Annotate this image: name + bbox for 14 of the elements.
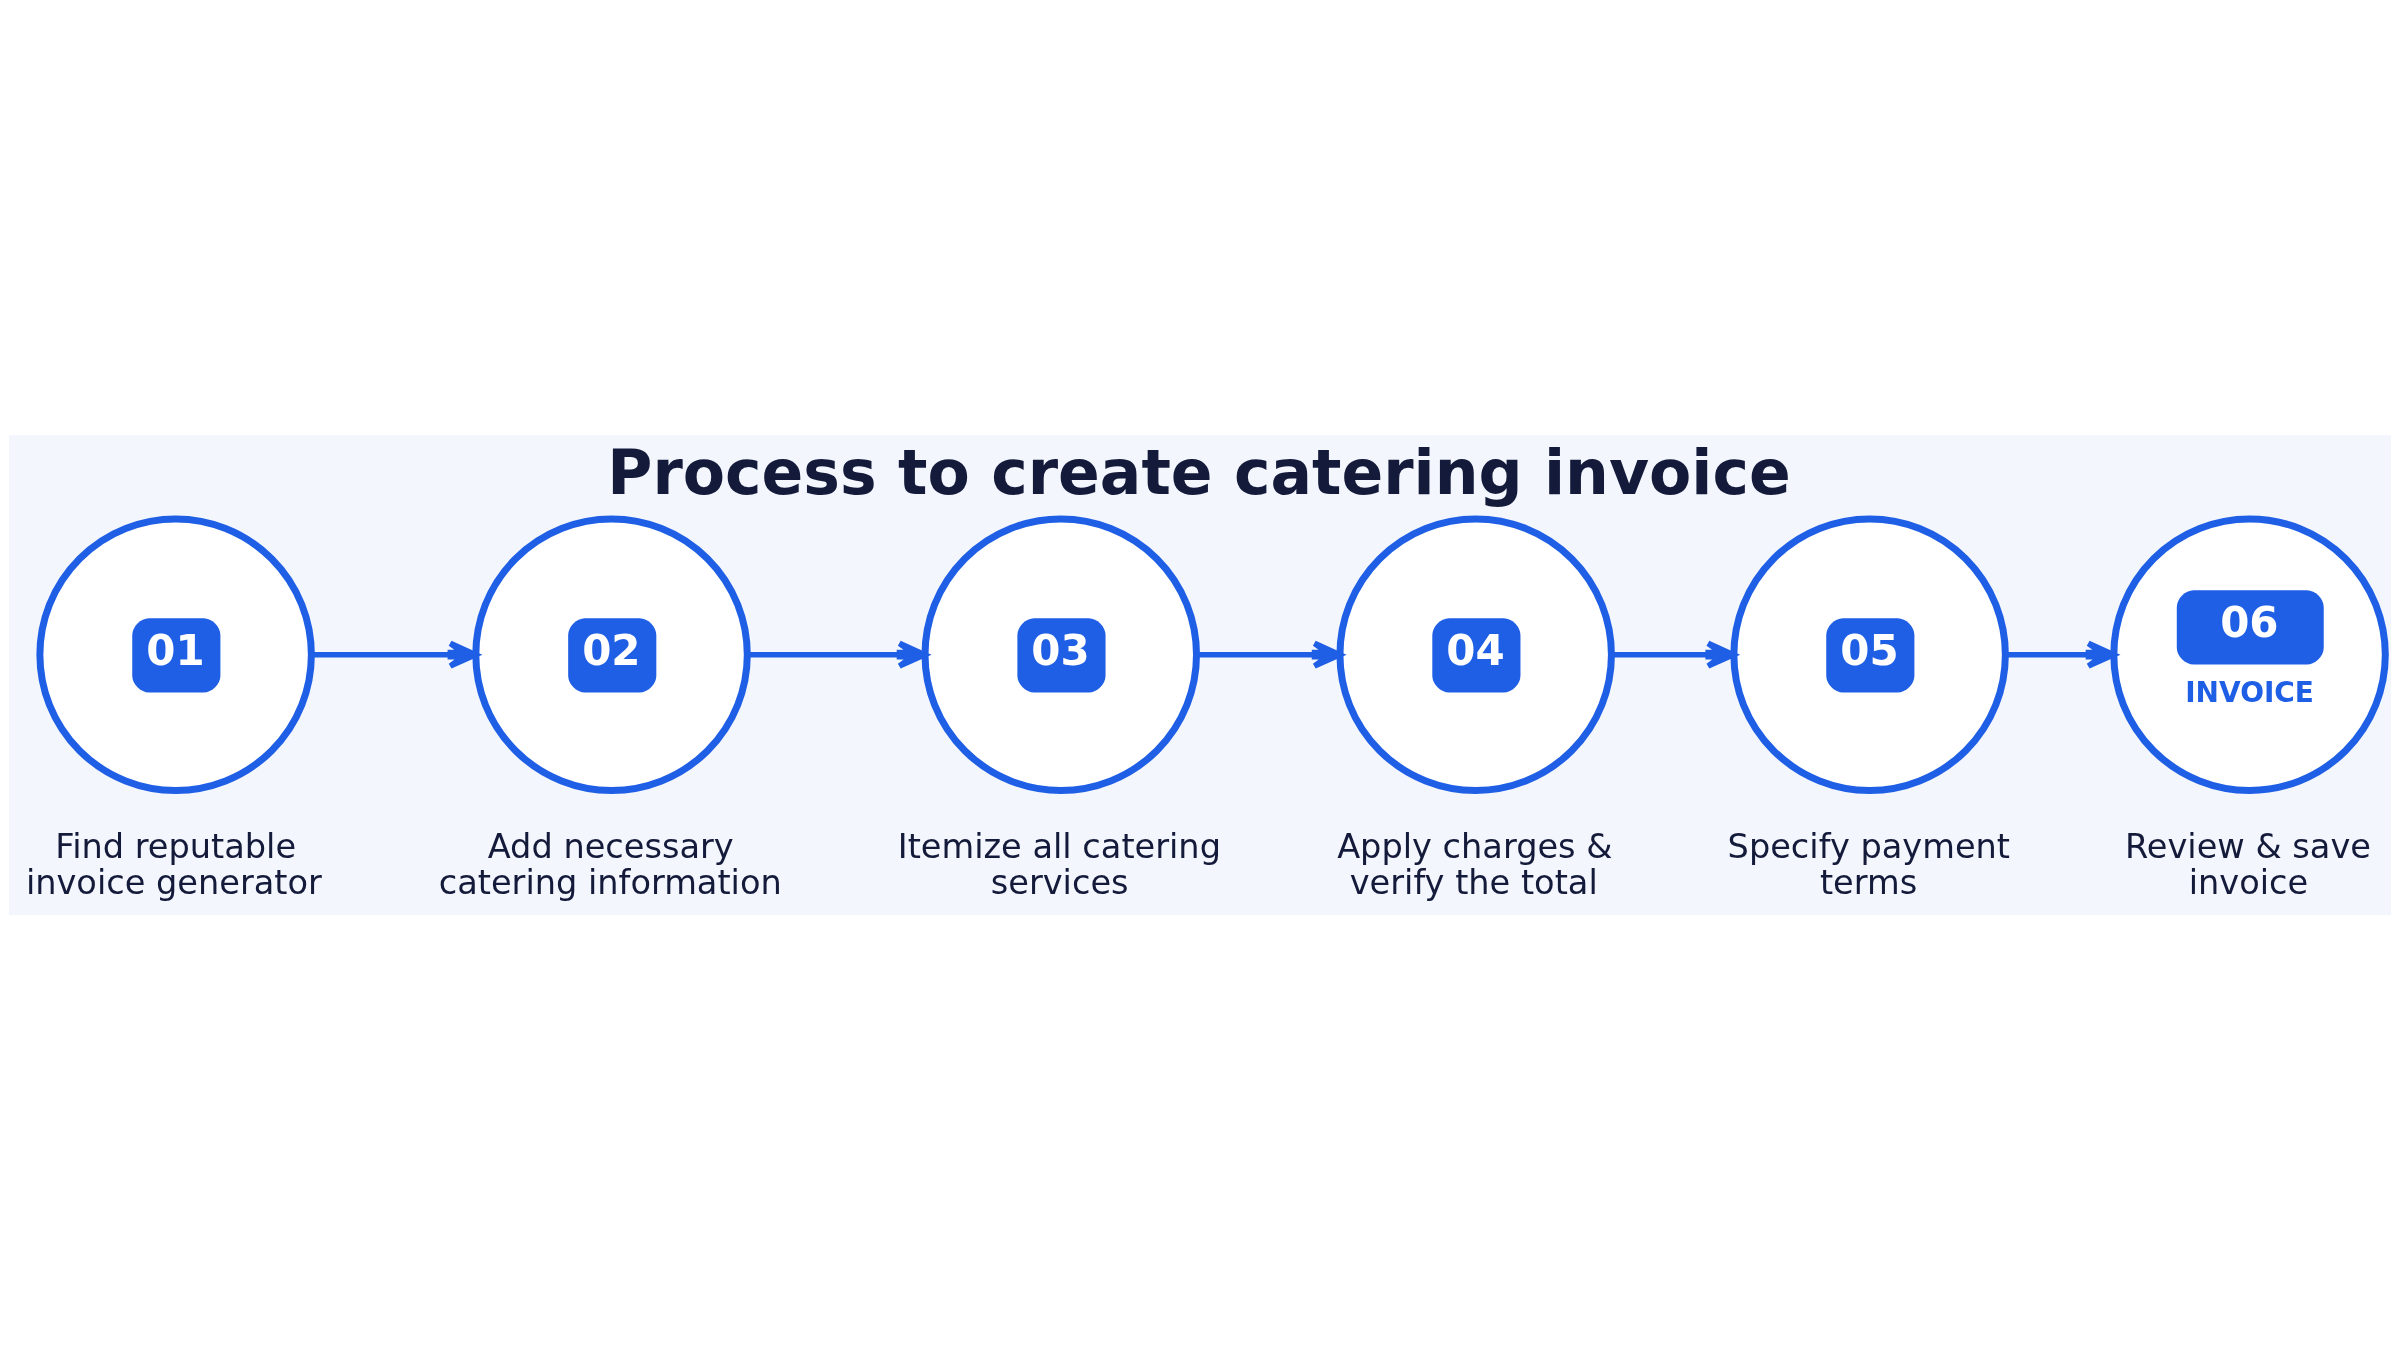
node-label: Add necessary catering information: [438, 826, 782, 903]
node-circle: 05: [1730, 515, 2009, 794]
node-label: Find reputable invoice generator: [25, 826, 322, 903]
node-circle: 06 INVOICE: [2110, 515, 2389, 794]
node-circle: 04: [1336, 515, 1615, 794]
node-circle: 03: [921, 515, 1200, 794]
node-circle: 02: [472, 515, 751, 794]
node-label: Specify payment terms: [1727, 826, 2011, 903]
diagram-title: Process to create catering invoice: [607, 437, 1791, 510]
node-label: Apply charges & verify the total: [1337, 826, 1613, 903]
arrow: [1611, 640, 1737, 669]
node-label: Itemize all catering services: [897, 826, 1221, 903]
node-label: Review & save invoice: [2125, 826, 2371, 903]
node-circle: 01: [36, 515, 315, 794]
